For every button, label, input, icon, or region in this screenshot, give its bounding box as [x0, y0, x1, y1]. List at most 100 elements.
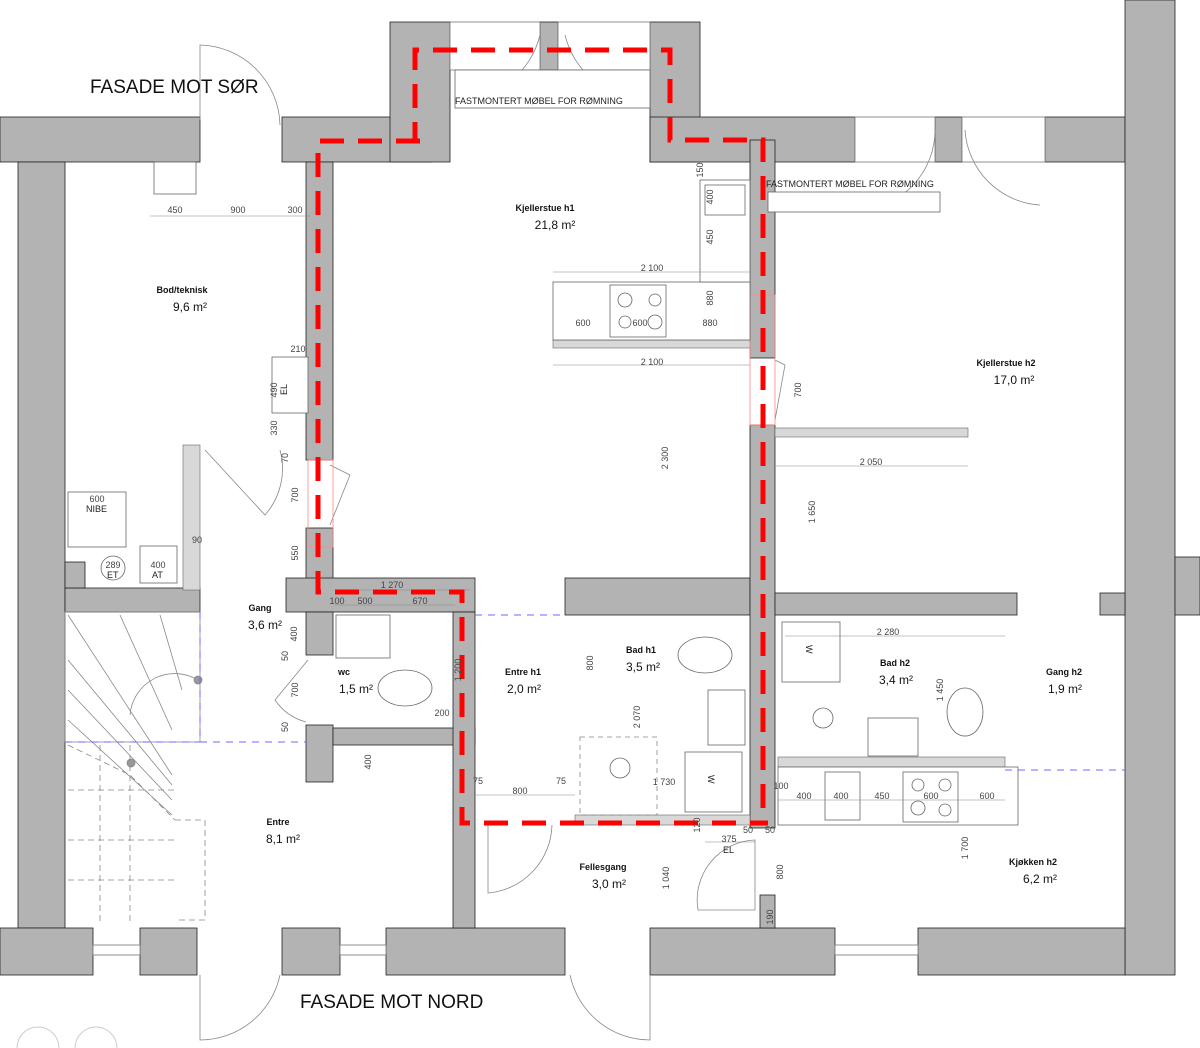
dimension: 1 270	[381, 580, 404, 590]
dimension: 300	[287, 205, 302, 215]
dimension: 600	[89, 494, 104, 504]
dimension: 330	[269, 420, 279, 435]
dimension: 1 450	[935, 679, 945, 702]
dimension: 400	[363, 754, 373, 769]
escape-route	[315, 47, 768, 826]
dimension: 120	[692, 817, 702, 832]
dimension: 190	[765, 909, 775, 924]
room-name: wc	[337, 667, 350, 677]
dimension: 450	[167, 205, 182, 215]
room-area: 3,4 m²	[879, 673, 913, 687]
dimension: 2 100	[641, 357, 664, 367]
dimension: 2 280	[877, 627, 900, 637]
room-name: Entre	[266, 817, 289, 827]
dimension: 50	[280, 722, 290, 732]
nibe-label: NIBE	[86, 504, 107, 514]
dimension: 490	[269, 382, 279, 397]
room-name: Bad h1	[626, 645, 656, 655]
dimension: 450	[874, 791, 889, 801]
room-name: Kjellerstue h2	[976, 358, 1035, 368]
dimension: 289	[105, 560, 120, 570]
dimension-labels: 450 900 300 210 490 330 70 700 550 90 60…	[89, 162, 994, 924]
dimension: 400	[705, 189, 715, 204]
dimension: 500	[357, 596, 372, 606]
dimension: 450	[705, 229, 715, 244]
room-name: Gang h2	[1046, 667, 1082, 677]
dimension: 400	[796, 791, 811, 801]
el-label: EL	[723, 845, 734, 855]
room-name: Bod/teknisk	[156, 285, 208, 295]
dimension: 50	[743, 825, 753, 835]
el-label: EL	[279, 384, 289, 395]
dimension: 880	[705, 290, 715, 305]
dimension: 400	[150, 560, 165, 570]
dimension: 75	[556, 776, 566, 786]
room-area: 6,2 m²	[1023, 872, 1057, 886]
room-area: 2,0 m²	[507, 682, 541, 696]
room-area: 17,0 m²	[994, 373, 1035, 387]
escape-furniture-label: FASTMONTERT MØBEL FOR RØMNING	[455, 96, 623, 106]
dimension: 550	[290, 545, 300, 560]
dimension: 375	[721, 834, 736, 844]
room-area: 1,5 m²	[339, 682, 373, 696]
staircase	[64, 611, 206, 925]
room-area: 8,1 m²	[266, 832, 300, 846]
dimension: 400	[833, 791, 848, 801]
dimension: 670	[412, 596, 427, 606]
dimension: 200	[434, 708, 449, 718]
dimension: 100	[329, 596, 344, 606]
room-area: 3,5 m²	[626, 660, 660, 674]
washer-label: W	[706, 775, 716, 784]
dimension: 150	[695, 162, 705, 177]
dimension: 1 040	[661, 867, 671, 890]
dimension: 100	[773, 781, 788, 791]
room-name: Gang	[248, 603, 271, 613]
room-name: Bad h2	[880, 658, 910, 668]
washer-label: W	[804, 645, 814, 654]
room-area: 3,6 m²	[248, 618, 282, 632]
room-area: 1,9 m²	[1048, 682, 1082, 696]
dimension: 700	[290, 682, 300, 697]
dimension: 2 070	[632, 706, 642, 729]
dimension: 2 050	[860, 457, 883, 467]
dimension: 50	[280, 651, 290, 661]
more-icon[interactable]	[74, 1026, 118, 1048]
dimension: 600	[979, 791, 994, 801]
dimension: 2 100	[641, 263, 664, 273]
dimension: 75	[473, 776, 483, 786]
facade-south-label: FASADE MOT SØR	[90, 77, 259, 98]
dimension: 70	[280, 453, 290, 463]
dimension: 400	[289, 626, 299, 641]
camera-icon[interactable]	[16, 1026, 60, 1048]
dimension: 800	[775, 864, 785, 879]
fixtures	[67, 69, 1019, 826]
dimension: 800	[585, 655, 595, 670]
dimension: 210	[290, 344, 305, 354]
dimension: 600	[575, 318, 590, 328]
dimension: 1 730	[653, 777, 676, 787]
et-label: ET	[107, 570, 119, 580]
dimension: 50	[765, 825, 775, 835]
room-name: Kjellerstue h1	[515, 203, 574, 213]
dimension: 700	[290, 487, 300, 502]
room-name: Kjøkken h2	[1009, 857, 1057, 867]
dimension: 1 700	[960, 837, 970, 860]
dimension: 1 650	[807, 501, 817, 524]
dimension: 90	[192, 535, 202, 545]
dimension: 600	[923, 791, 938, 801]
at-label: AT	[152, 570, 163, 580]
dimension: 800	[512, 786, 527, 796]
dimension: 900	[230, 205, 245, 215]
dimension: 880	[702, 318, 717, 328]
facade-north-label: FASADE MOT NORD	[300, 992, 483, 1013]
dimension-lines	[150, 215, 1005, 843]
dimension: 700	[793, 382, 803, 397]
dimension: 1 200	[453, 659, 463, 682]
room-area: 9,6 m²	[173, 300, 207, 314]
escape-furniture-label: FASTMONTERT MØBEL FOR RØMNING	[766, 179, 934, 189]
room-area: 3,0 m²	[592, 877, 626, 891]
dimension: 600	[632, 318, 647, 328]
room-area: 21,8 m²	[535, 218, 576, 232]
